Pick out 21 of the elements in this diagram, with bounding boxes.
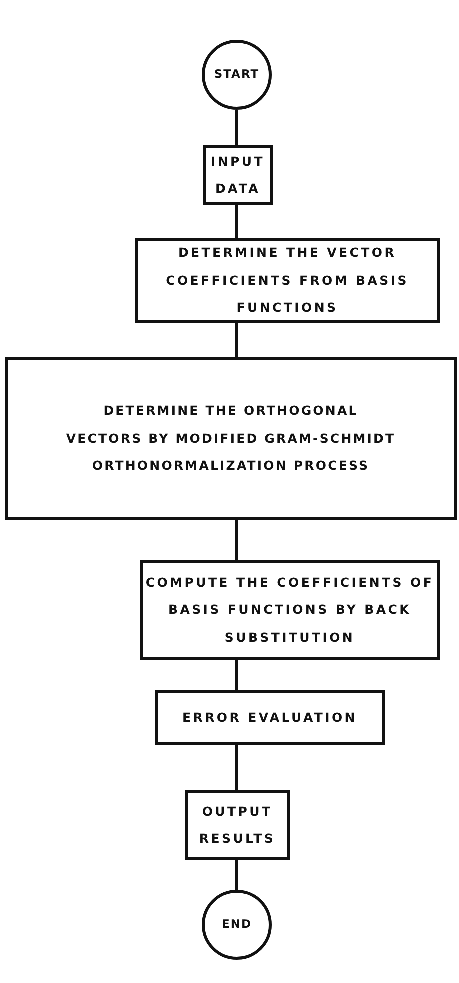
connector-line	[236, 323, 238, 357]
node-label: COMPUTE THE COEFFICIENTS OF BASIS FUNCTIONS BY BACK SUBSTITUTION	[144, 574, 436, 647]
node-label: DETERMINE THE VECTOR COEFFICIENTS FROM BASIS FUNCTIONS	[165, 244, 410, 318]
connector-line	[236, 745, 238, 790]
node-label: END	[222, 916, 252, 934]
connector-line	[236, 860, 238, 890]
node-label: ERROR EVALUATION	[182, 708, 358, 727]
process-box	[5, 357, 457, 520]
connector-line	[236, 110, 238, 145]
node-label: OUTPUT RESULTS	[198, 802, 277, 848]
connector-line	[236, 520, 238, 560]
node-label: DETERMINE THE ORTHOGONAL VECTORS BY MODIFIED GRAM-SCHMIDT ORTHONORMALIZATION PROCESS	[66, 402, 396, 476]
process-box	[135, 238, 440, 323]
connector-line	[236, 205, 238, 238]
node-label: INPUT DATA	[210, 152, 266, 198]
process-box	[155, 690, 385, 745]
node-label: START	[214, 66, 260, 84]
process-box	[185, 790, 290, 860]
process-box	[203, 145, 273, 205]
connector-line	[236, 660, 238, 690]
process-box	[140, 560, 440, 660]
